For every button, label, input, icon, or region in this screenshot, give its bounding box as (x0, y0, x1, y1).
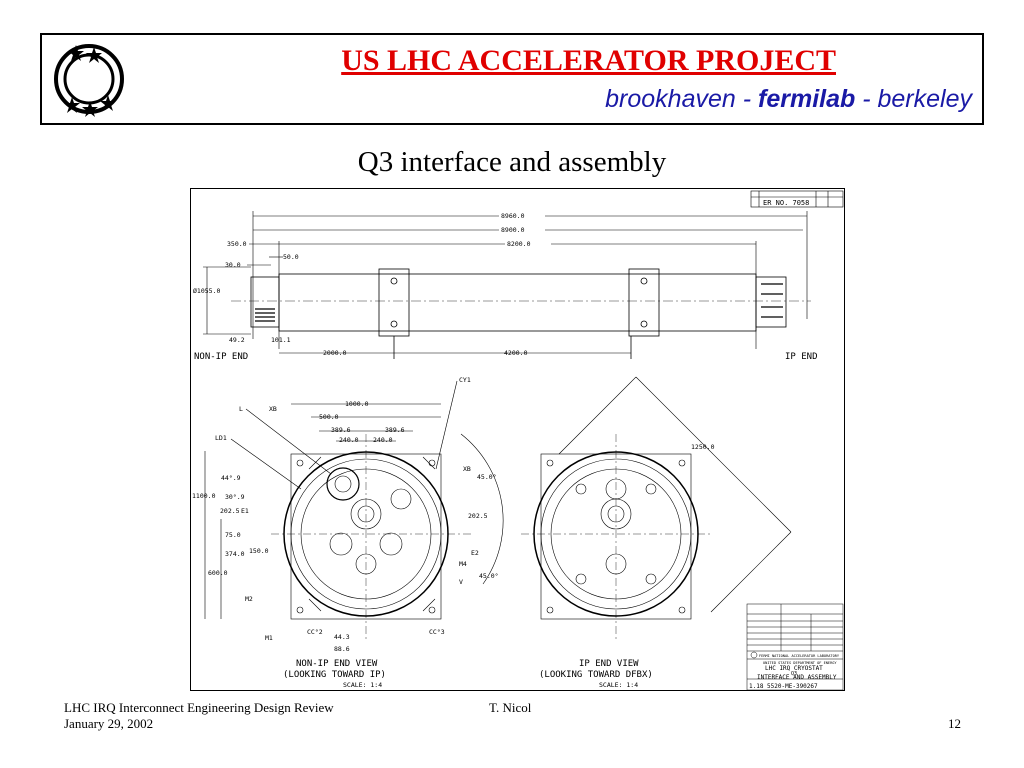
callout-l: L (239, 405, 243, 413)
us-lhc-logo (54, 44, 124, 117)
title-block-dwg-no: 1.18 5520-ME-390267 (749, 683, 818, 690)
dim-44-9: 44°.9 (221, 474, 241, 482)
title-block-line2: Q3 (791, 671, 797, 677)
dim-600: 600.0 (208, 569, 228, 577)
dim-240-right: 240.0 (373, 436, 393, 444)
angle-45-bottom: 45.0° (479, 572, 499, 580)
er-number: ER NO. 7058 (763, 199, 809, 207)
title-block-dept: UNITED STATES DEPARTMENT OF ENERGY (763, 661, 837, 665)
title-block: FERMI NATIONAL ACCELERATOR LABORATORY UN… (746, 603, 844, 691)
right-view-caption-1: IP END VIEW (579, 659, 639, 669)
right-view-scale: SCALE: 1:4 (599, 681, 638, 689)
callout-e2: E2 (471, 549, 479, 557)
callout-ld1: LD1 (215, 434, 227, 442)
slide-title: Q3 interface and assembly (357, 146, 667, 178)
dim-8900: 8900.0 (501, 226, 525, 234)
dim-374: 374.0 (225, 550, 245, 558)
right-view-caption-2: (LOOKING TOWARD DFBX) (539, 670, 653, 680)
footer-date: January 29, 2002 (64, 716, 154, 731)
non-ip-end-label: NON-IP END (194, 352, 248, 362)
lab-brookhaven: brookhaven (605, 85, 736, 113)
dim-88-6: 88.6 (334, 645, 350, 653)
dim-389-right: 389.6 (385, 426, 405, 434)
dim-8960: 8960.0 (501, 212, 525, 220)
dim-diameter: Ø1055.0 (193, 287, 220, 295)
footer-author: T. Nicol (489, 700, 532, 715)
dim-240-left: 240.0 (339, 436, 359, 444)
dim-4200: 4200.0 (504, 349, 528, 357)
non-ip-end-view: 1000.0 500.0 389.6 389.6 240.0 240.0 44°… (192, 376, 504, 689)
callout-xb: XB (269, 405, 277, 413)
dim-389-left: 389.6 (331, 426, 351, 434)
title-block-lab: FERMI NATIONAL ACCELERATOR LABORATORY (759, 654, 840, 658)
dim-30-9: 30°.9 (225, 493, 245, 501)
title-block-line1: LHC IRQ CRYOSTAT (765, 665, 823, 672)
callout-cy1: CY1 (459, 376, 471, 384)
dim-150: 150.0 (249, 547, 269, 555)
dim-500: 500.0 (319, 413, 339, 421)
dim-1250: 1250.0 (691, 443, 715, 451)
lab-names: brookhaven - fermilab - berkeley (605, 85, 972, 114)
left-view-caption-2: (LOOKING TOWARD IP) (283, 670, 386, 680)
cryostat-side-view (231, 268, 811, 359)
lab-fermilab: fermilab (758, 85, 856, 113)
dim-202-right: 202.5 (468, 512, 488, 520)
dim-30: 30.0 (225, 261, 241, 269)
dim-101: 101.1 (271, 336, 291, 344)
lab-separator: - (855, 85, 878, 113)
dim-350: 350.0 (227, 240, 247, 248)
revision-block: ER NO. 7058 (750, 190, 844, 208)
dim-8200: 8200.0 (507, 240, 531, 248)
header-banner: US LHC ACCELERATOR PROJECT brookhaven - … (40, 33, 984, 125)
callout-cc3: CC°3 (429, 628, 445, 636)
callout-m2: M2 (245, 595, 253, 603)
dim-75: 75.0 (225, 531, 241, 539)
ip-end-view: 1250.0 IP END VIEW (LOOKING TOWARD DFBX)… (521, 376, 792, 689)
angle-45-top: 45.0° (477, 473, 497, 481)
callout-e1: E1 (241, 507, 249, 515)
callout-m4: M4 (459, 560, 467, 568)
lab-berkeley: berkeley (877, 85, 973, 113)
callout-m1: M1 (265, 634, 273, 642)
title-block-line3: INTERFACE AND ASSEMBLY (757, 674, 837, 681)
left-view-caption-1: NON-IP END VIEW (296, 659, 378, 669)
dim-50: 50.0 (283, 253, 299, 261)
lab-separator: - (735, 85, 759, 113)
dim-2000: 2000.0 (323, 349, 347, 357)
dim-44-3: 44.3 (334, 633, 350, 641)
footer-review-title: LHC IRQ Interconnect Engineering Design … (64, 700, 334, 715)
left-view-scale: SCALE: 1:4 (343, 681, 382, 689)
ip-end-label: IP END (785, 352, 818, 362)
callout-v: V (459, 578, 463, 586)
overall-dimensions: 8960.0 8900.0 8200.0 350.0 50.0 30.0 Ø10… (193, 211, 808, 357)
dim-1000: 1000.0 (345, 400, 369, 408)
footer-left: LHC IRQ Interconnect Engineering Design … (64, 700, 334, 732)
callout-cc2: CC°2 (307, 628, 323, 636)
dim-202-left: 202.5 (220, 507, 240, 515)
dim-1100: 1100.0 (192, 492, 216, 500)
callout-xb-right: XB (463, 465, 471, 473)
page-number: 12 (948, 716, 961, 731)
dim-49: 49.2 (229, 336, 245, 344)
engineering-drawing: ER NO. 7058 8960.0 8900.0 8200.0 350.0 5… (190, 188, 845, 691)
project-title: US LHC ACCELERATOR PROJECT (341, 44, 836, 77)
